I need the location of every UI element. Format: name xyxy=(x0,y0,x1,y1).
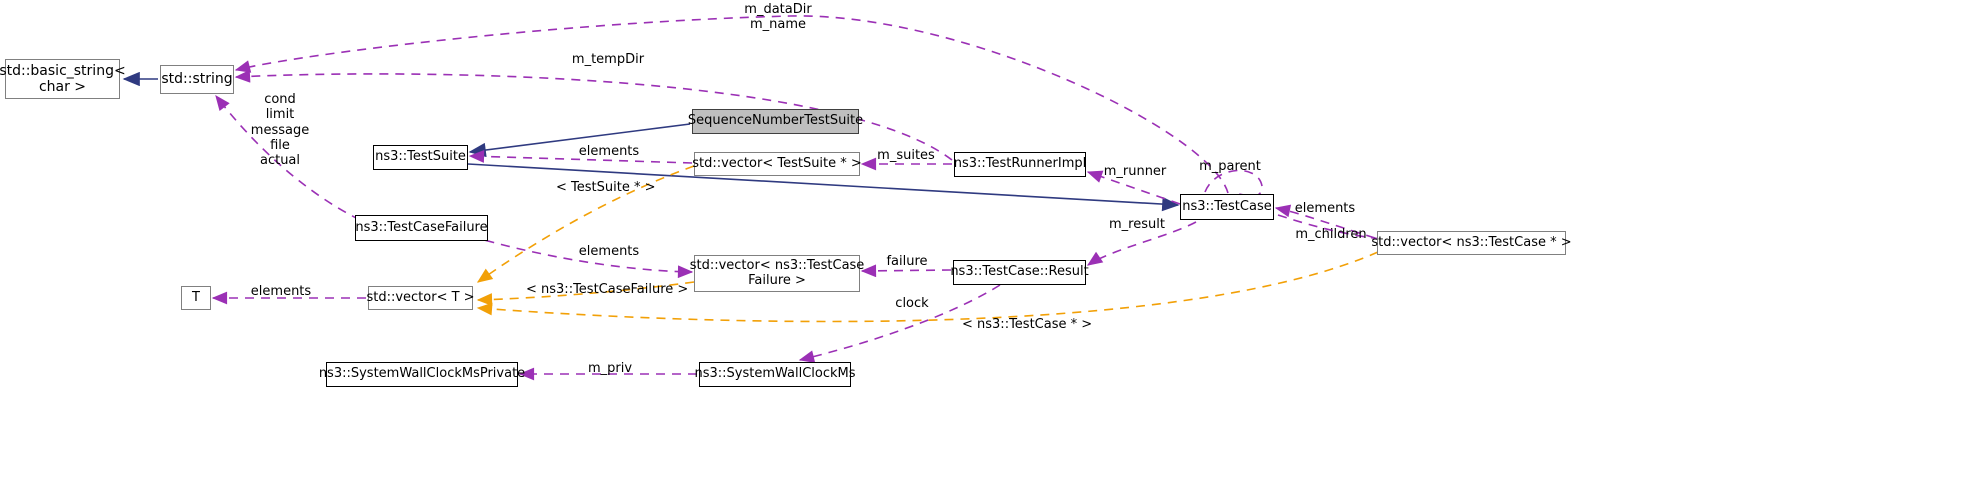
edge-label-m-runner: m_runner xyxy=(1103,164,1167,179)
edge-label-failure-fields: cond limit message file actual xyxy=(250,92,310,169)
edge-label-m-result: m_result xyxy=(1109,217,1165,232)
edge-label-m-tempdir: m_tempDir xyxy=(571,52,645,67)
node-sequencenumbertestsuite[interactable]: SequenceNumberTestSuite xyxy=(688,109,863,134)
edge-label-m-suites: m_suites xyxy=(877,148,935,163)
edge-label-template-testcase-ptr: < ns3::TestCase * > xyxy=(962,317,1093,332)
edge-label-m-datadir-m-name: m_dataDir m_name xyxy=(744,2,812,33)
node-ns3-testcase-result[interactable]: ns3::TestCase::Result xyxy=(950,260,1089,285)
node-vector-ns3-testcase-ptr[interactable]: std::vector< ns3::TestCase * > xyxy=(1371,231,1572,255)
node-vector-t[interactable]: std::vector< T > xyxy=(366,286,475,310)
node-ns3-testcasefailure[interactable]: ns3::TestCaseFailure xyxy=(355,215,488,241)
edge-label-elements-t: elements xyxy=(250,284,312,299)
node-template-parameter-t[interactable]: T xyxy=(181,286,211,310)
node-std-string[interactable]: std::string xyxy=(160,65,234,94)
node-ns3-testcase[interactable]: ns3::TestCase xyxy=(1180,194,1274,220)
edge-label-template-testsuite-ptr: < TestSuite * > xyxy=(556,180,656,195)
node-ns3-testrunnerimpl[interactable]: ns3::TestRunnerImpl xyxy=(954,152,1086,177)
node-std-basic-string[interactable]: std::basic_string< char > xyxy=(0,59,126,99)
node-ns3-testsuite[interactable]: ns3::TestSuite xyxy=(373,145,468,170)
edge-label-m-priv: m_priv xyxy=(587,361,633,376)
node-ns3-systemwallclockms[interactable]: ns3::SystemWallClockMs xyxy=(694,362,856,387)
node-ns3-systemwallclockmsprivate[interactable]: ns3::SystemWallClockMsPrivate xyxy=(319,362,525,387)
edge-label-m-children: m_children xyxy=(1295,227,1367,242)
edge-label-m-parent: m_parent xyxy=(1199,159,1261,174)
edge-label-elements-testsuite: elements xyxy=(578,144,640,159)
edge-label-elements-testcase: elements xyxy=(1294,201,1356,216)
node-vector-testsuite-ptr[interactable]: std::vector< TestSuite * > xyxy=(692,152,862,176)
edge-label-template-testcasefailure: < ns3::TestCaseFailure > xyxy=(526,282,689,297)
edge-label-failure: failure xyxy=(886,254,928,269)
node-vector-ns3-testcasefailure[interactable]: std::vector< ns3::TestCase Failure > xyxy=(690,255,864,292)
edge-label-elements-failure: elements xyxy=(578,244,640,259)
edge-label-clock: clock xyxy=(895,296,929,311)
